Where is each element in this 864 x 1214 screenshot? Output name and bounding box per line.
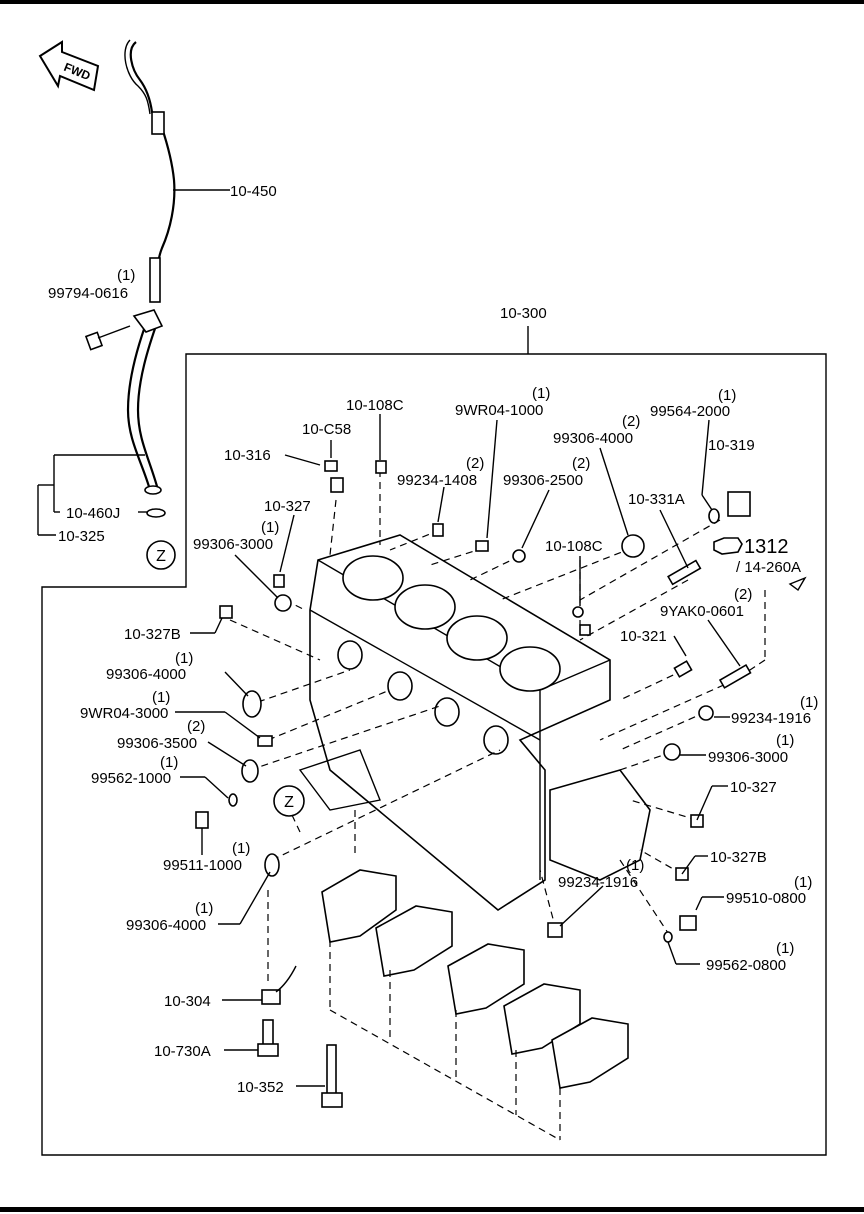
qty-99562-0800: (1) bbox=[776, 940, 794, 957]
label-10-319: 10-319 bbox=[708, 437, 755, 454]
bolt-99794-0616 bbox=[84, 325, 131, 351]
cylinder-bore-1 bbox=[342, 555, 404, 601]
qty-99234-1408: (2) bbox=[466, 455, 484, 472]
qty-99510-0800: (1) bbox=[794, 874, 812, 891]
qty-99306-3000-a: (1) bbox=[261, 519, 279, 536]
leader-lines bbox=[37, 189, 741, 1087]
label-10-321: 10-321 bbox=[620, 628, 667, 645]
cylinder-bore-3 bbox=[446, 615, 508, 661]
dipstick bbox=[124, 39, 176, 303]
cylinder-block bbox=[298, 534, 651, 911]
fwd-arrow-icon: FWD bbox=[38, 40, 100, 92]
reference-arrow-icon bbox=[788, 576, 807, 592]
z-callout-circle-2 bbox=[273, 785, 305, 817]
label-9wr04-1000: 9WR04-1000 bbox=[455, 402, 543, 419]
label-99234-1916-a: 99234-1916 bbox=[731, 710, 811, 727]
z-callout-circle bbox=[146, 540, 176, 570]
label-10-450: 10-450 bbox=[230, 183, 277, 200]
assembly-frame bbox=[41, 353, 827, 1156]
label-99562-0800: 99562-0800 bbox=[706, 957, 786, 974]
qty-99564-2000: (1) bbox=[718, 387, 736, 404]
label-9wr04-3000: 9WR04-3000 bbox=[80, 705, 168, 722]
label-99234-1916-b: 99234-1916 bbox=[558, 874, 638, 891]
reference-subtitle: / 14-260A bbox=[736, 559, 801, 576]
label-10-460j: 10-460J bbox=[66, 505, 120, 522]
pointing-hand-icon bbox=[713, 537, 743, 555]
bottom-border bbox=[0, 1207, 864, 1212]
label-10-108c-b: 10-108C bbox=[545, 538, 603, 555]
qty-9wr04-1000: (1) bbox=[532, 385, 550, 402]
label-10-c58: 10-C58 bbox=[302, 421, 351, 438]
qty-99306-3500: (2) bbox=[187, 718, 205, 735]
label-99564-2000: 99564-2000 bbox=[650, 403, 730, 420]
label-99306-4000-a: 99306-4000 bbox=[553, 430, 633, 447]
qty-99511-1000: (1) bbox=[232, 840, 250, 857]
qty-99306-3000-b: (1) bbox=[776, 732, 794, 749]
sensor-10-319 bbox=[727, 491, 751, 517]
qty-9wr04-3000: (1) bbox=[152, 689, 170, 706]
z-callout-label: Z bbox=[156, 548, 166, 565]
qty-99794-0616: (1) bbox=[117, 267, 135, 284]
label-99794-0616: 99794-0616 bbox=[48, 285, 128, 302]
label-assembly-10-300: 10-300 bbox=[500, 305, 547, 322]
qty-99306-4000-b: (1) bbox=[175, 650, 193, 667]
label-10-327b-a: 10-327B bbox=[124, 626, 181, 643]
qty-99234-1916-b: (1) bbox=[626, 857, 644, 874]
label-10-304: 10-304 bbox=[164, 993, 211, 1010]
label-99306-3500: 99306-3500 bbox=[117, 735, 197, 752]
label-99306-3000-b: 99306-3000 bbox=[708, 749, 788, 766]
label-10-327-b: 10-327 bbox=[730, 779, 777, 796]
label-99306-3000-a: 99306-3000 bbox=[193, 536, 273, 553]
main-bearing-caps bbox=[321, 869, 629, 1089]
label-99306-4000-b: 99306-4000 bbox=[106, 666, 186, 683]
reference-number: 1312 bbox=[744, 536, 789, 558]
bolt-10-730a bbox=[257, 1019, 279, 1057]
label-99306-2500: 99306-2500 bbox=[503, 472, 583, 489]
label-10-327b-b: 10-327B bbox=[710, 849, 767, 866]
part-labels: 10-450 (1) 99794-0616 10-460J 10-325 10-… bbox=[48, 183, 818, 1096]
label-10-325: 10-325 bbox=[58, 528, 105, 545]
label-99562-1000: 99562-1000 bbox=[91, 770, 171, 787]
qty-99234-1916-a: (1) bbox=[800, 694, 818, 711]
qty-99306-4000-a: (2) bbox=[622, 413, 640, 430]
label-10-108c-a: 10-108C bbox=[346, 397, 404, 414]
qty-99306-4000-c: (1) bbox=[195, 900, 213, 917]
label-10-316: 10-316 bbox=[224, 447, 271, 464]
label-99234-1408: 99234-1408 bbox=[397, 472, 477, 489]
cylinder-bore-4 bbox=[499, 646, 561, 692]
label-99306-4000-c: 99306-4000 bbox=[126, 917, 206, 934]
label-10-730a: 10-730A bbox=[154, 1043, 211, 1060]
assembly-lines bbox=[229, 470, 766, 1141]
qty-99562-1000: (1) bbox=[160, 754, 178, 771]
label-99511-1000: 99511-1000 bbox=[163, 857, 242, 874]
qty-99306-2500: (2) bbox=[572, 455, 590, 472]
label-99510-0800: 99510-0800 bbox=[726, 890, 806, 907]
label-10-331a: 10-331A bbox=[628, 491, 685, 508]
label-9yak0-0601: 9YAK0-0601 bbox=[660, 603, 744, 620]
gasket-10-460j bbox=[146, 508, 166, 518]
dipstick-tube bbox=[126, 309, 164, 495]
qty-9yak0-0601: (2) bbox=[734, 586, 752, 603]
label-10-352: 10-352 bbox=[237, 1079, 284, 1096]
z-callout-label-2: Z bbox=[284, 794, 294, 811]
top-border bbox=[0, 0, 864, 4]
cylinder-bore-2 bbox=[394, 584, 456, 630]
oil-jet-10-304 bbox=[261, 965, 297, 1005]
label-10-327-a: 10-327 bbox=[264, 498, 311, 515]
bolt-10-352 bbox=[321, 1044, 343, 1108]
small-parts bbox=[195, 460, 752, 943]
